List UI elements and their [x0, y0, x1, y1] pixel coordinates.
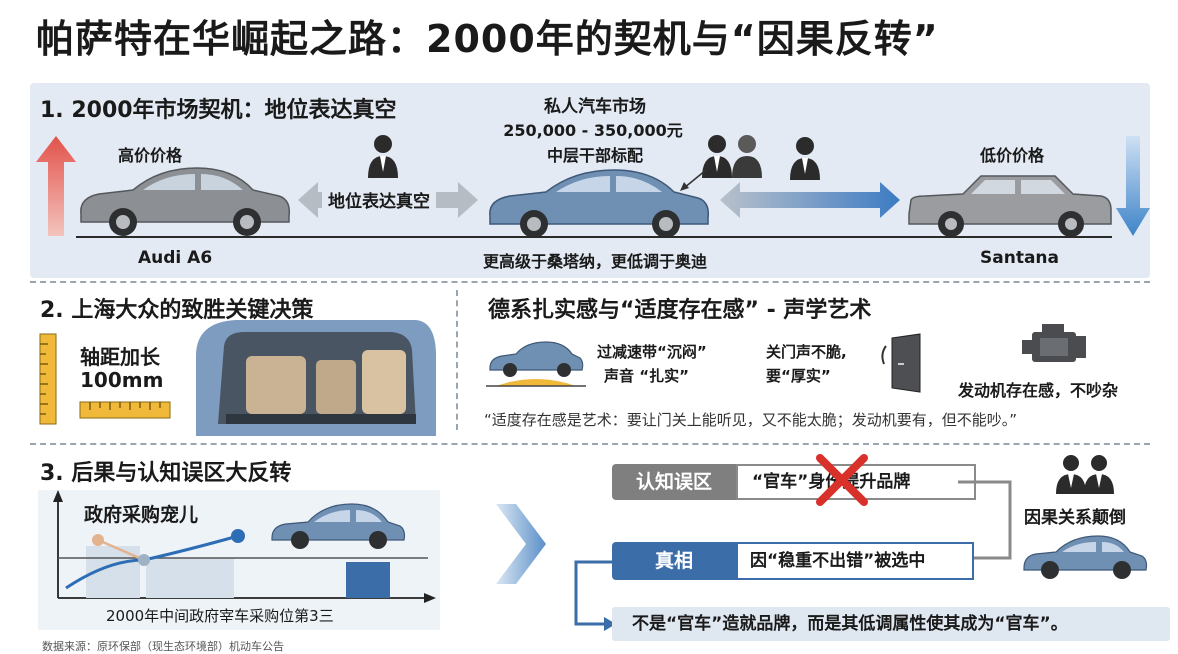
door-text-2: 要“厚实” — [766, 367, 831, 385]
acoustic-quote: “适度存在感是艺术：要让门关上能听见，又不能太脆；发动机要有，但不能吵。” — [484, 411, 1018, 429]
gap-label: 地位表达真空 — [322, 187, 436, 212]
low-price-label: 低价价格 — [980, 146, 1045, 165]
chart-label: 政府采购宠儿 — [84, 504, 199, 526]
down-arrow-icon — [1116, 136, 1150, 236]
acoustic-heading: 德系扎实感与“适度存在感” - 声学艺术 — [488, 298, 872, 323]
wheelbase-value: 100mm — [80, 368, 164, 392]
person-icon — [1084, 455, 1114, 494]
passat-car-image — [489, 169, 710, 238]
wheelbase-title: 轴距加长 — [80, 345, 160, 369]
santana-car-image — [908, 175, 1112, 237]
myth-tag: 认知误区 — [612, 464, 736, 500]
person-icon — [702, 135, 732, 178]
cross-icon — [816, 454, 868, 506]
middle-caption: 更高级于桑塔纳，更低调于奥迪 — [482, 252, 707, 271]
chart-caption: 2000年中间政府宰车采购位第3三 — [106, 607, 334, 625]
market-title: 私人汽车市场 — [544, 97, 646, 117]
ruler-icon — [79, 401, 171, 419]
myth-text: “官车”身份提升品牌 — [736, 464, 976, 500]
car-interior-image — [196, 320, 436, 436]
page-title: 帕萨特在华崛起之路：2000年的契机与“因果反转” — [36, 17, 939, 61]
vertical-divider — [456, 290, 458, 430]
conclusion-connector — [574, 560, 616, 631]
divider — [30, 443, 1150, 445]
door-text-1: 关门声不脆, — [766, 343, 847, 361]
truth-text: 因“稳重不出错”被选中 — [736, 542, 974, 580]
audi-label: Audi A6 — [138, 248, 213, 268]
section1-heading: 1. 2000年市场契机：地位表达真空 — [40, 98, 397, 123]
truth-tag: 真相 — [612, 542, 736, 580]
person-icon — [1056, 455, 1086, 494]
engine-icon — [1022, 324, 1086, 362]
ruler-icon — [39, 333, 57, 425]
engine-text: 发动机存在感，不吵杂 — [958, 381, 1119, 400]
section3-heading: 3. 后果与认知误区大反转 — [40, 461, 292, 486]
market-target: 中层干部标配 — [546, 146, 643, 165]
arrow-right-icon — [496, 504, 546, 584]
bump-text-1: 过减速带“沉闷” — [597, 343, 707, 361]
speed-bump-car-image — [486, 341, 586, 387]
section2-heading: 2. 上海大众的致胜关键决策 — [40, 298, 314, 323]
santana-label: Santana — [980, 248, 1059, 268]
conclusion-text: 不是“官车”造就品牌，而是其低调属性使其成为“官车”。 — [612, 607, 1170, 641]
market-price: 250,000 - 350,000元 — [503, 121, 683, 140]
high-price-label: 高价价格 — [118, 146, 183, 165]
price-baseline — [76, 236, 1112, 238]
official-car-image — [1023, 535, 1148, 579]
audi-car-image — [80, 167, 291, 236]
person-icon — [732, 135, 762, 178]
person-icon — [368, 135, 398, 178]
door-icon — [881, 333, 921, 393]
source-note: 数据来源：原环保部（现生态环境部）机动车公告 — [42, 640, 284, 653]
person-icon — [790, 137, 820, 180]
bump-text-2: 声音 “扎实” — [604, 367, 689, 385]
up-arrow-icon — [36, 136, 76, 236]
procurement-line-chart — [53, 490, 436, 603]
reversal-label: 因果关系颠倒 — [1024, 508, 1126, 528]
blue-double-arrow — [720, 182, 900, 218]
divider — [30, 281, 1150, 283]
chart-car-image — [271, 503, 406, 549]
pointer-arrow-icon — [680, 169, 707, 191]
